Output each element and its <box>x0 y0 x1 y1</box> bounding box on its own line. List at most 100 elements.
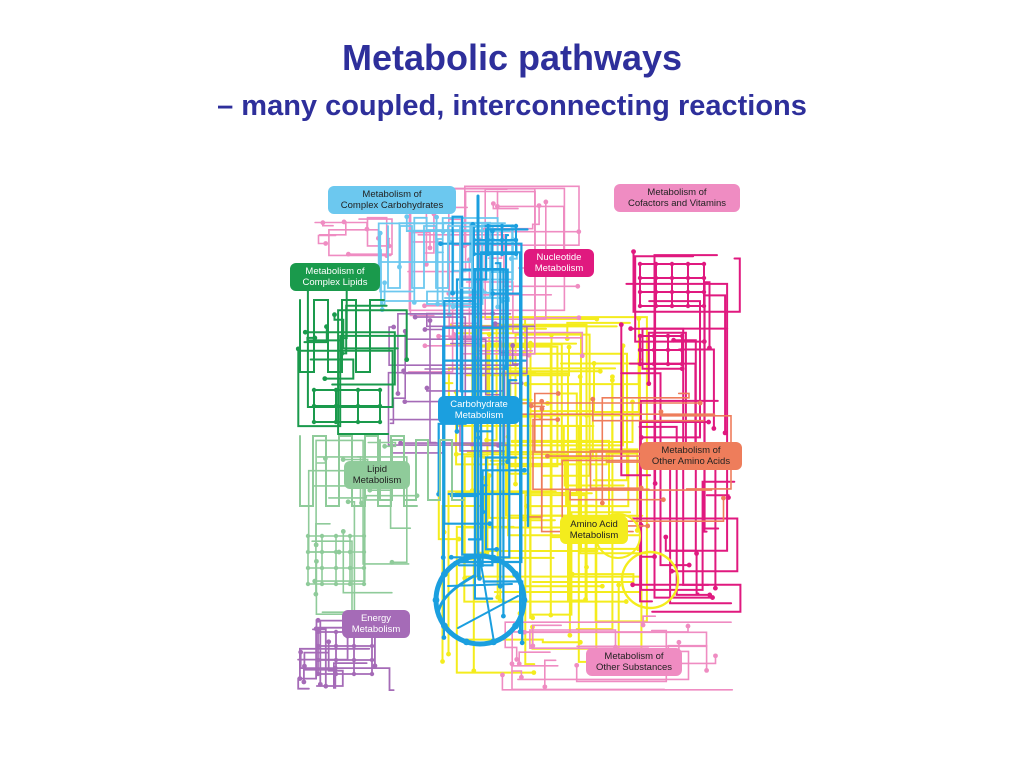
metabolite-node <box>685 623 691 629</box>
metabolite-node <box>492 321 498 327</box>
pathway-line <box>534 392 688 453</box>
metabolite-node <box>456 536 462 542</box>
metabolite-node <box>514 657 520 662</box>
label-line: Cofactors and Vitamins <box>627 198 727 209</box>
pathway-line <box>504 234 510 369</box>
metabolite-node <box>422 343 428 349</box>
pathway-line <box>470 443 500 447</box>
metabolite-node <box>382 280 387 286</box>
metabolite-node <box>490 201 496 206</box>
metabolite-node <box>423 261 429 267</box>
metabolite-node <box>658 409 664 415</box>
label-line: Metabolism of <box>647 187 707 198</box>
metabolite-node <box>579 353 585 359</box>
metabolite-node <box>555 417 561 423</box>
metabolite-node <box>567 632 573 638</box>
pathway-line <box>531 573 635 583</box>
pathway-line <box>304 331 396 386</box>
metabolite-node <box>599 500 605 506</box>
metabolite-node <box>521 467 527 473</box>
metabolite-node <box>454 429 460 434</box>
metabolite-node <box>480 509 486 515</box>
pathway-line <box>488 474 542 519</box>
pathway-line <box>299 647 371 680</box>
metabolite-node <box>486 331 492 337</box>
metabolite-node <box>706 419 712 425</box>
metabolite-node <box>448 554 454 560</box>
label-line: Metabolism <box>454 410 504 421</box>
metabolite-node <box>490 554 497 562</box>
metabolite-node <box>679 366 685 372</box>
metabolite-node <box>453 451 459 457</box>
metabolite-node <box>530 615 536 621</box>
metabolite-node <box>440 659 445 664</box>
metabolite-node <box>711 426 717 431</box>
pathway-line <box>640 300 701 439</box>
metabolite-node <box>450 290 456 296</box>
metabolite-node <box>404 214 410 220</box>
metabolite-node <box>441 570 448 578</box>
metabolite-node <box>497 598 503 603</box>
pathway-line <box>631 517 739 573</box>
metabolite-node <box>382 443 388 449</box>
metabolite-node <box>712 585 718 591</box>
pathway-line <box>455 390 639 466</box>
pathway-line <box>641 327 729 370</box>
metabolite-node <box>704 668 709 673</box>
pathway-line <box>366 216 393 257</box>
pathway-line <box>638 425 711 596</box>
metabolite-node <box>427 245 433 251</box>
metabolite-node <box>512 622 519 630</box>
slide-subtitle: – many coupled, interconnecting reaction… <box>217 90 807 122</box>
metabolite-node <box>510 342 516 348</box>
metabolite-node <box>434 214 439 220</box>
pathway-line <box>493 344 624 447</box>
metabolite-node <box>322 376 328 382</box>
pathway-line <box>625 282 729 552</box>
metabolite-node <box>313 542 319 548</box>
pathway-line <box>522 352 628 482</box>
metabolite-node <box>623 599 629 604</box>
metabolite-node <box>340 457 346 462</box>
metabolite-node <box>500 613 506 619</box>
label-line: Metabolism <box>569 530 619 541</box>
pathway-line <box>447 557 519 643</box>
metabolite-node <box>518 674 524 680</box>
metabolite-node <box>505 459 511 465</box>
metabolite-node <box>530 643 536 649</box>
metabolite-node <box>543 199 549 205</box>
pathway-line <box>297 334 408 428</box>
pathway-line <box>387 225 485 289</box>
metabolite-node <box>441 635 447 640</box>
metabolite-node <box>372 663 378 669</box>
pathway-line <box>333 662 368 689</box>
metabolite-node <box>314 558 319 564</box>
pathway-line <box>544 659 557 688</box>
metabolite-node <box>721 495 726 501</box>
metabolite-node <box>332 312 337 318</box>
metabolite-node <box>631 249 636 255</box>
pathway-line <box>451 215 487 556</box>
metabolite-node <box>490 228 495 234</box>
label-line: Metabolism <box>534 263 584 274</box>
metabolite-node <box>618 322 624 328</box>
metabolite-node <box>463 638 470 646</box>
pathway-line <box>569 448 639 532</box>
label-line: Lipid <box>366 464 388 475</box>
pathway-line <box>340 304 388 355</box>
metabolite-node <box>701 339 707 344</box>
metabolite-node <box>628 326 634 332</box>
metabolite-node <box>663 534 669 540</box>
metabolite-node <box>517 629 523 635</box>
metabolite-node <box>469 488 475 493</box>
metabolite-node <box>697 400 703 406</box>
metabolite-node <box>302 663 307 669</box>
pathway-line <box>388 237 391 247</box>
pathway-line <box>300 288 394 408</box>
pathway-line <box>511 344 520 365</box>
